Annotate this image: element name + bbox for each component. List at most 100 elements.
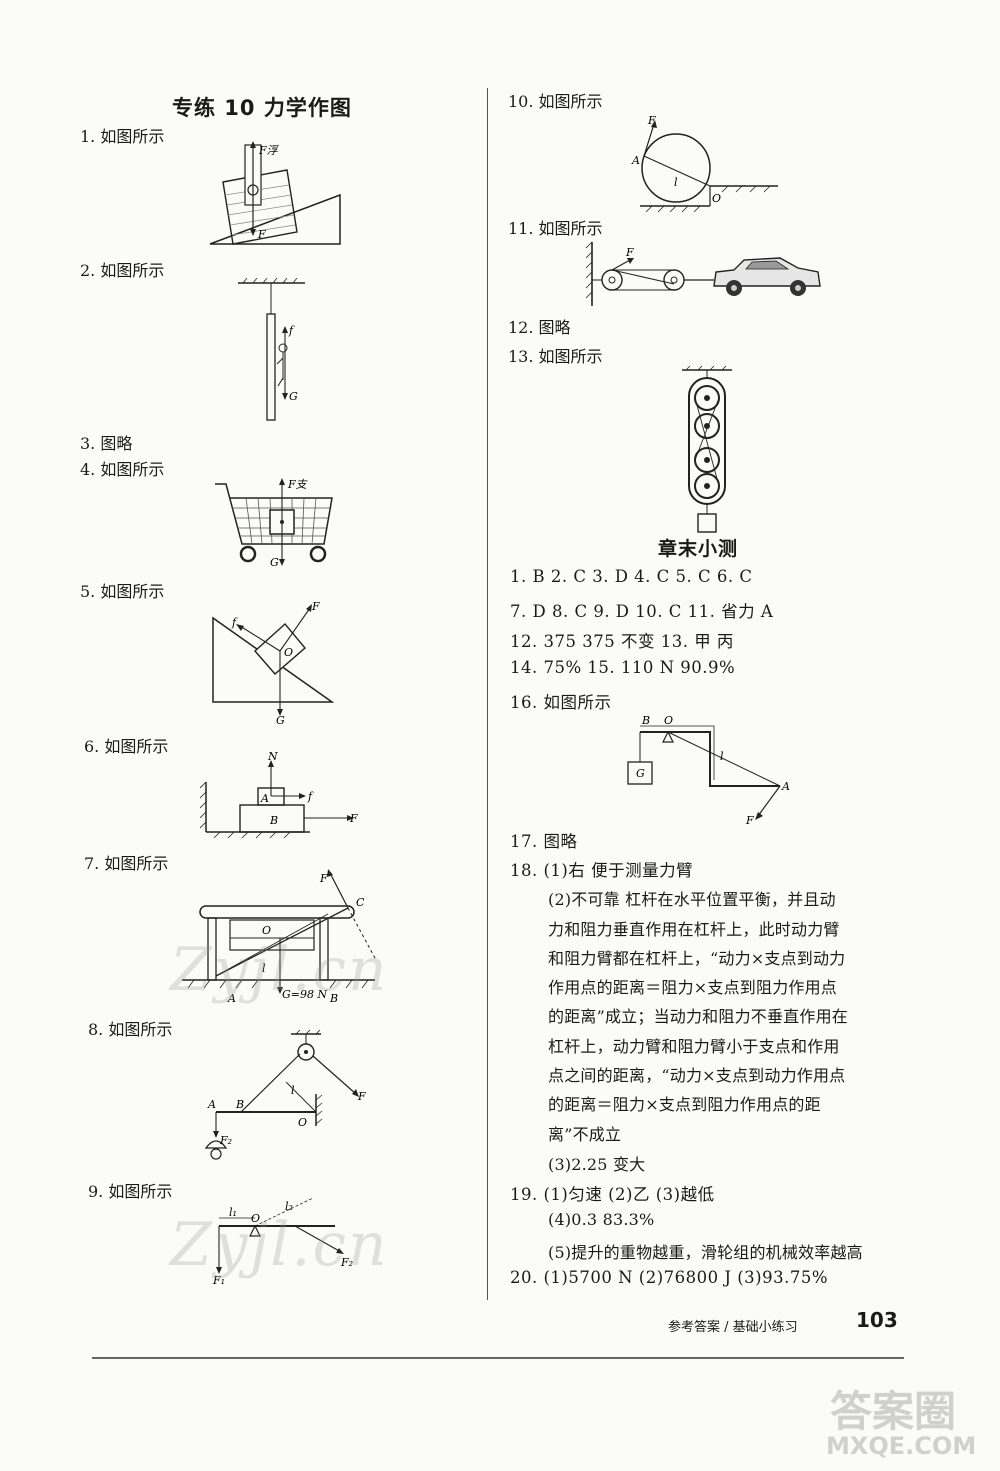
figure-1-floating-block: F浮 F [205, 140, 345, 250]
label-f2: F₂ [340, 1256, 353, 1269]
answer-line-7: 18. (1)右 便于测量力臂 [510, 861, 694, 880]
page-number: 103 [856, 1308, 898, 1332]
stamp-logo: 答案圈 [830, 1387, 957, 1436]
label-a: A [207, 1098, 216, 1111]
watermark-2: Zyjl.cn [170, 1210, 389, 1280]
figure-2-climbing-pole: f G [233, 278, 313, 424]
footer-rule [92, 1357, 904, 1359]
figure-9-lever-arms: l₁ O l₂ F₁ F₂ [205, 1196, 365, 1286]
q18-line-2: 力和阻力垂直作用在杠杆上，此时动力臂 [548, 920, 840, 939]
label-o: O [262, 924, 271, 937]
label-b: B [269, 814, 278, 827]
figure-7-lever-table: F C O l A G=98 N B [180, 868, 380, 1003]
q18-line-6: 杠杆上，动力臂和阻力臂小于支点和作用 [548, 1037, 840, 1056]
label-f-small: f [231, 616, 238, 629]
label-g: G=98 N [282, 988, 327, 1001]
figure-13-pulley-block [672, 366, 742, 536]
answer-line-4: 14. 75% 15. 110 N 90.9% [510, 658, 736, 677]
q20-line: 20. (1)5700 N (2)76800 J (3)93.75% [510, 1268, 829, 1287]
label-f: F [745, 814, 754, 827]
label-f-big: F [349, 812, 358, 825]
q18-line-1: (2)不可靠 杠杆在水平位置平衡，并且动 [548, 890, 836, 909]
q19-line-2: (4)0.3 83.3% [548, 1210, 655, 1229]
label-l1: l₁ [229, 1206, 237, 1219]
label-o: O [251, 1212, 260, 1225]
figure-16-bent-lever: B O l A G F [620, 712, 800, 827]
footer-text: 参考答案 / 基础小练习 [668, 1320, 798, 1335]
figure-5-incline-block: f O F G [210, 596, 340, 726]
label-b: B [329, 992, 338, 1003]
label-f: F [647, 114, 656, 127]
item-11: 11. 如图所示 [508, 219, 603, 238]
q18-line-8: 的距离＝阻力×支点到阻力作用点的距 [548, 1095, 821, 1114]
label-g: G [270, 556, 279, 568]
item-3: 3. 图略 [80, 434, 133, 453]
label-f-small: f [307, 790, 314, 803]
q19-line-3: (5)提升的重物越重，滑轮组的机械效率越高 [548, 1243, 863, 1262]
item-7: 7. 如图所示 [84, 854, 169, 873]
q18-line-3: 和阻力臂都在杠杆上，“动力×支点到动力 [548, 949, 846, 968]
q18-line-9: 离”不成立 [548, 1125, 622, 1144]
q19-line-1: 19. (1)匀速 (2)乙 (3)越低 [510, 1185, 715, 1204]
item-4: 4. 如图所示 [80, 460, 165, 479]
label-f: F [625, 246, 634, 259]
q18-part3: (3)2.25 变大 [548, 1155, 646, 1174]
label-l: l [720, 750, 724, 763]
label-l: l [674, 176, 678, 189]
label-f: f [288, 324, 295, 337]
item-1: 1. 如图所示 [80, 127, 165, 146]
answer-line-1: 1. B 2. C 3. D 4. C 5. C 6. C [510, 567, 753, 586]
item-12: 12. 图略 [508, 318, 571, 337]
label-g: G [276, 714, 285, 726]
item-8: 8. 如图所示 [88, 1020, 173, 1039]
label-b: B [235, 1098, 244, 1111]
figure-8-lamp-lever: A B l O F F₂ [196, 1030, 376, 1175]
answer-line-2: 7. D 8. C 9. D 10. C 11. 省力 A [510, 602, 774, 621]
label-g: G [289, 390, 298, 403]
stamp-url: MXQE.COM [826, 1432, 977, 1460]
label-f1: F₁ [212, 1274, 225, 1286]
answer-line-3: 12. 375 375 不变 13. 甲 丙 [510, 632, 734, 651]
label-f-float: F浮 [258, 144, 280, 157]
watermark-1: Zyjl.cn [170, 935, 389, 1005]
item-10: 10. 如图所示 [508, 92, 603, 111]
label-f-big: F [311, 600, 320, 613]
label-f: F [257, 228, 266, 241]
figure-11-pulley-car: F [584, 238, 824, 310]
figure-10-wheel-step: F A l O [626, 110, 782, 214]
q18-line-5: 的距离”成立；当动力和阻力不垂直作用在 [548, 1007, 848, 1026]
item-2: 2. 如图所示 [80, 261, 165, 280]
item-9: 9. 如图所示 [88, 1182, 173, 1201]
label-o: O [284, 646, 293, 659]
item-5: 5. 如图所示 [80, 582, 165, 601]
label-f-support: F支 [287, 478, 309, 491]
figure-6-stacked-blocks: N A f B F [200, 752, 365, 840]
figure-4-shopping-cart: F支 G [212, 476, 337, 568]
label-l: l [262, 962, 266, 975]
label-o: O [664, 714, 673, 727]
q18-line-7: 点之间的距离，“动力×支点到动力作用点 [548, 1066, 846, 1085]
answer-line-6: 17. 图略 [510, 832, 578, 851]
label-f: F [319, 872, 328, 885]
label-b: B [641, 714, 650, 727]
label-a: A [227, 992, 236, 1003]
label-g: G [636, 767, 645, 780]
section-title: 章末小测 [658, 538, 739, 560]
label-l: l [291, 1084, 295, 1097]
item-13: 13. 如图所示 [508, 347, 603, 366]
answer-line-5: 16. 如图所示 [510, 693, 612, 712]
q18-line-4: 作用点的距离＝阻力×支点到阻力作用点 [548, 978, 838, 997]
column-divider [487, 88, 488, 1300]
label-n: N [267, 752, 278, 763]
label-o: O [298, 1116, 307, 1129]
label-f: F [357, 1090, 366, 1103]
label-a: A [260, 792, 269, 805]
item-6: 6. 如图所示 [84, 737, 169, 756]
page-title: 专练 10 力学作图 [172, 96, 352, 120]
label-c: C [356, 896, 365, 909]
label-l2: l₂ [285, 1200, 293, 1213]
label-o: O [712, 192, 721, 205]
label-a: A [781, 780, 790, 793]
label-f2: F₂ [219, 1134, 232, 1147]
label-a: A [631, 154, 640, 167]
